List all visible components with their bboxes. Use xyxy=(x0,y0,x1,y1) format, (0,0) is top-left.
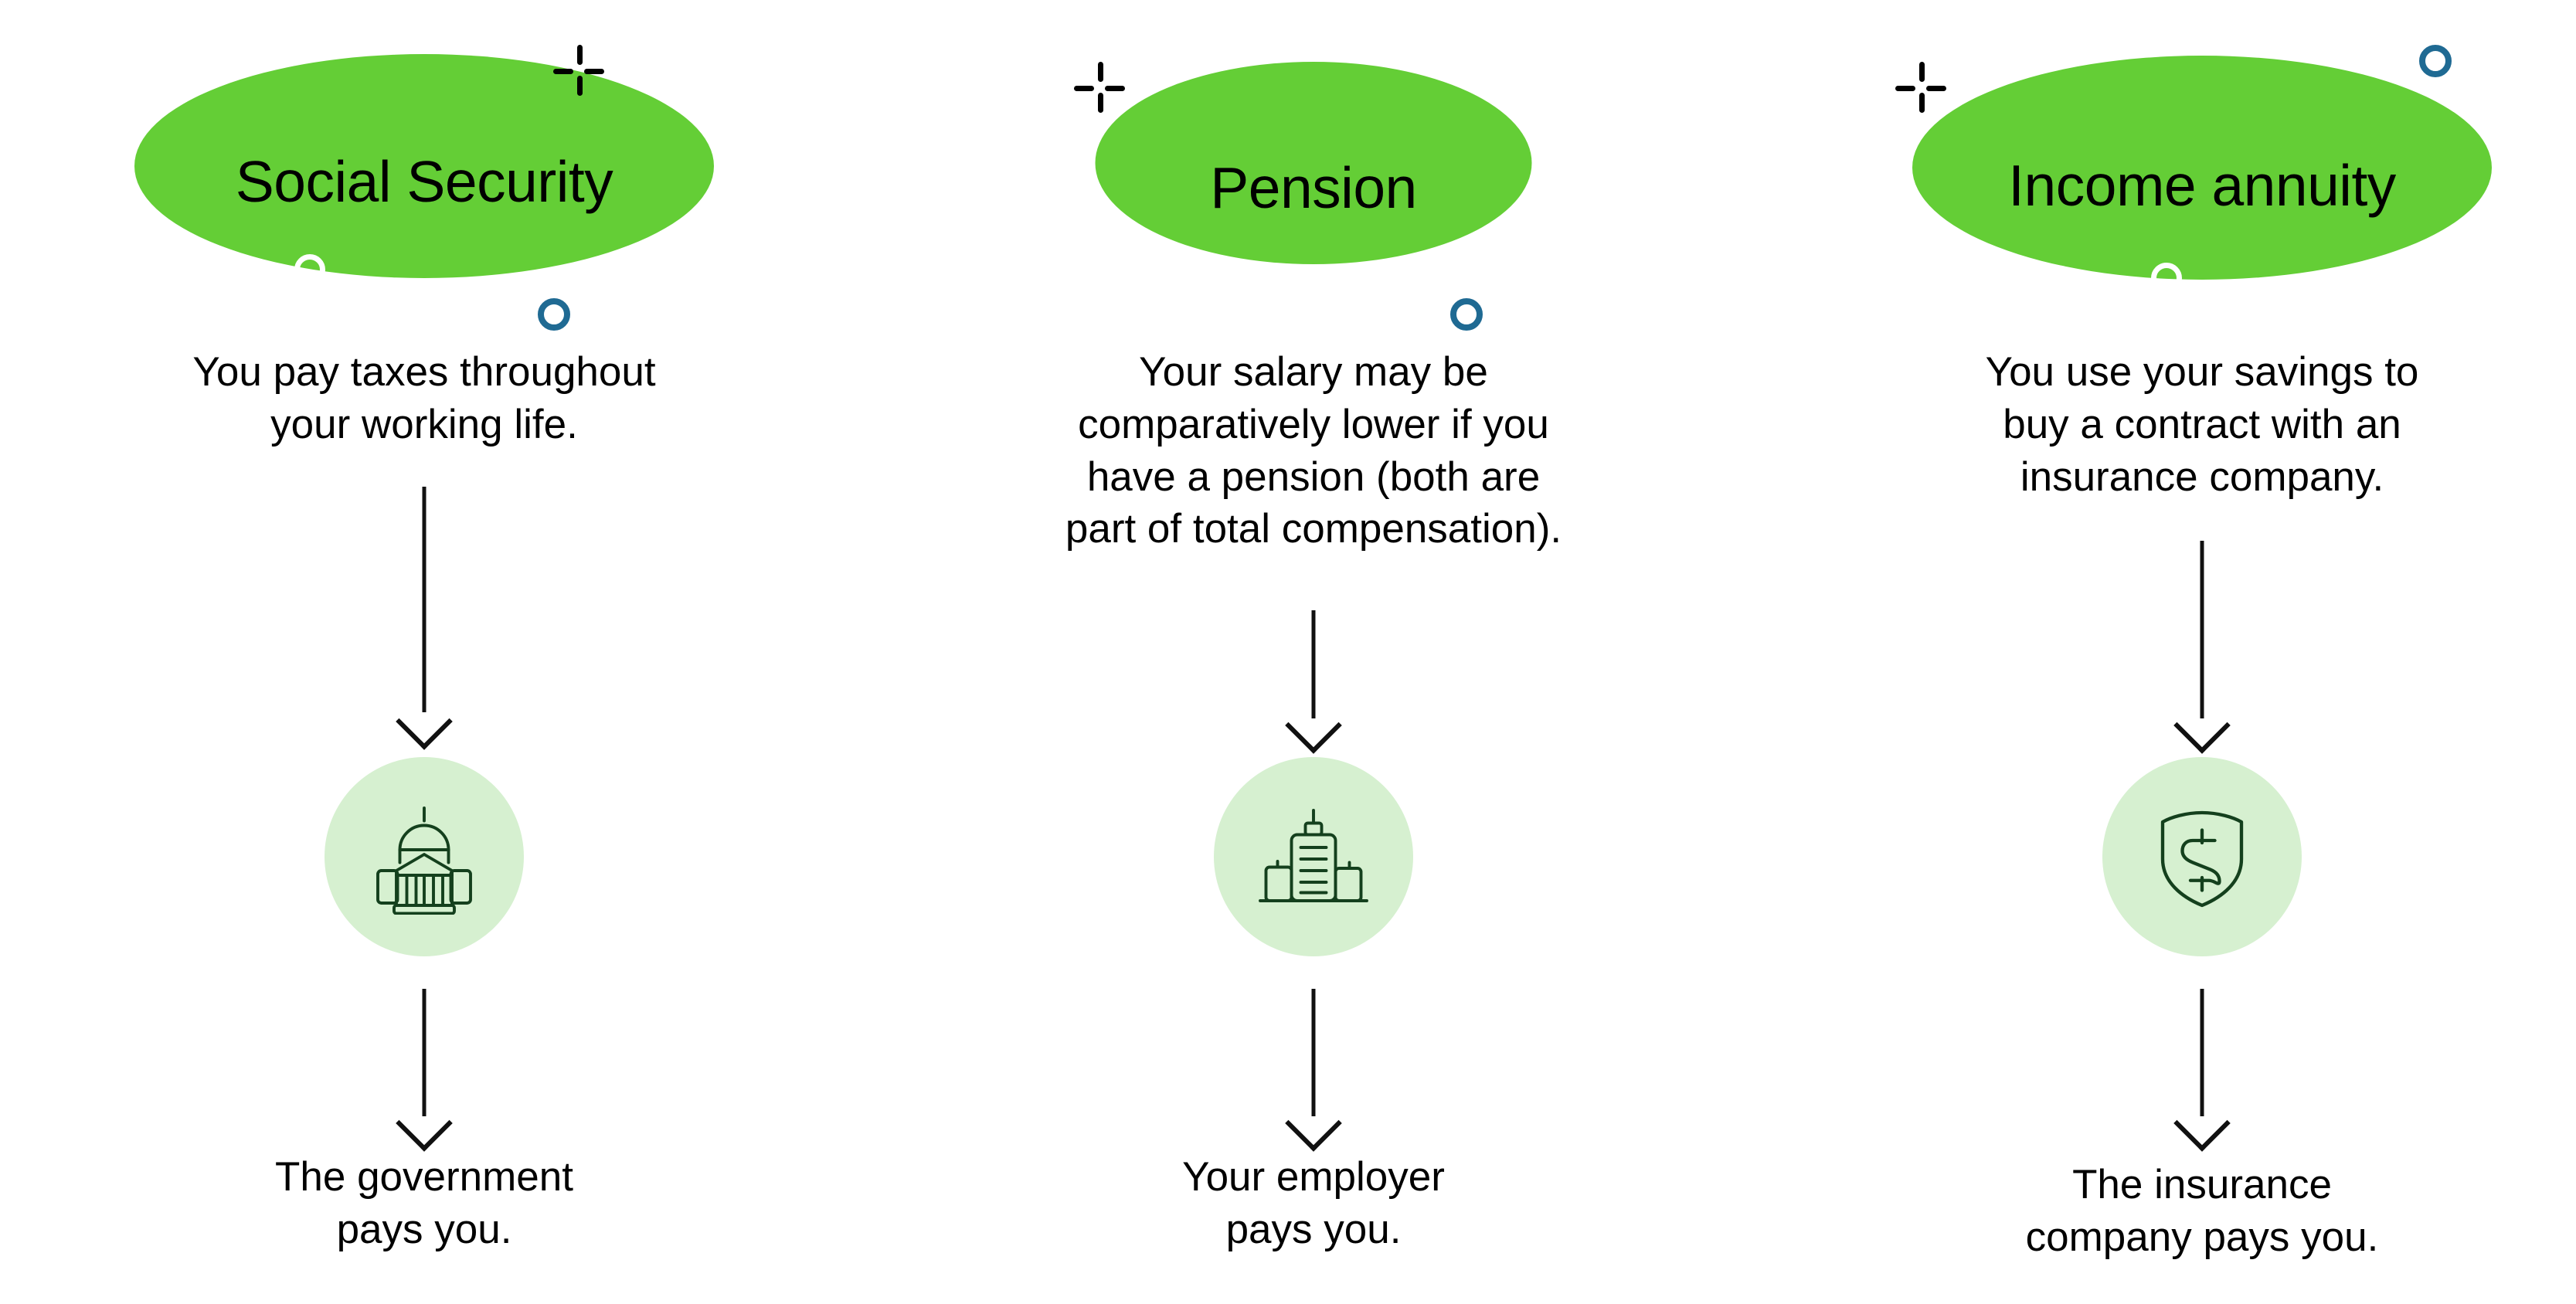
caption-text: The insurance company pays you. xyxy=(2025,1162,2379,1260)
green-ellipse xyxy=(134,54,714,278)
crosshair-icon xyxy=(553,45,604,96)
blue-ring-icon xyxy=(538,298,570,331)
column-income-annuity: Income annuity You use your savings to b… xyxy=(1796,0,2576,1304)
arrow-down-to-caption xyxy=(1283,989,1344,1152)
column-social-security: Social Security You pay taxes throughout… xyxy=(19,0,830,1304)
description-text: You use your savings to buy a contract w… xyxy=(1985,349,2419,500)
arrow-down-to-caption xyxy=(2171,989,2233,1152)
green-ellipse xyxy=(1912,56,2492,280)
arrow-down-to-icon xyxy=(1283,610,1344,754)
crosshair-icon xyxy=(1074,62,1125,113)
ellipse-title: Social Security xyxy=(235,149,613,214)
arrow-down-to-caption xyxy=(393,989,455,1152)
header-group-social-security: Social Security xyxy=(19,45,830,331)
crosshair-icon xyxy=(1895,62,1946,113)
shield-dollar-icon xyxy=(2102,757,2302,956)
white-ring-icon xyxy=(294,254,325,285)
header-group-pension: Pension xyxy=(908,45,1719,331)
white-ring-icon xyxy=(2151,263,2182,294)
blue-ring-icon xyxy=(1450,298,1483,331)
capitol-building-icon xyxy=(325,757,524,956)
ellipse-title: Income annuity xyxy=(2008,153,2396,218)
caption-text: Your employer pays you. xyxy=(1182,1154,1445,1252)
city-buildings-icon xyxy=(1214,757,1413,956)
column-pension: Pension Your salary may be comparatively… xyxy=(908,0,1719,1304)
header-group-income-annuity: Income annuity xyxy=(1796,45,2576,294)
blue-ring-icon xyxy=(2419,45,2452,77)
description-text: Your salary may be comparatively lower i… xyxy=(1065,349,1562,552)
description-text: You pay taxes throughout your working li… xyxy=(192,349,656,447)
ellipse-title: Pension xyxy=(1210,155,1417,220)
arrow-down-to-icon xyxy=(393,487,455,750)
arrow-down-to-icon xyxy=(2171,541,2233,754)
green-ellipse xyxy=(1095,62,1532,264)
caption-text: The government pays you. xyxy=(275,1154,573,1252)
